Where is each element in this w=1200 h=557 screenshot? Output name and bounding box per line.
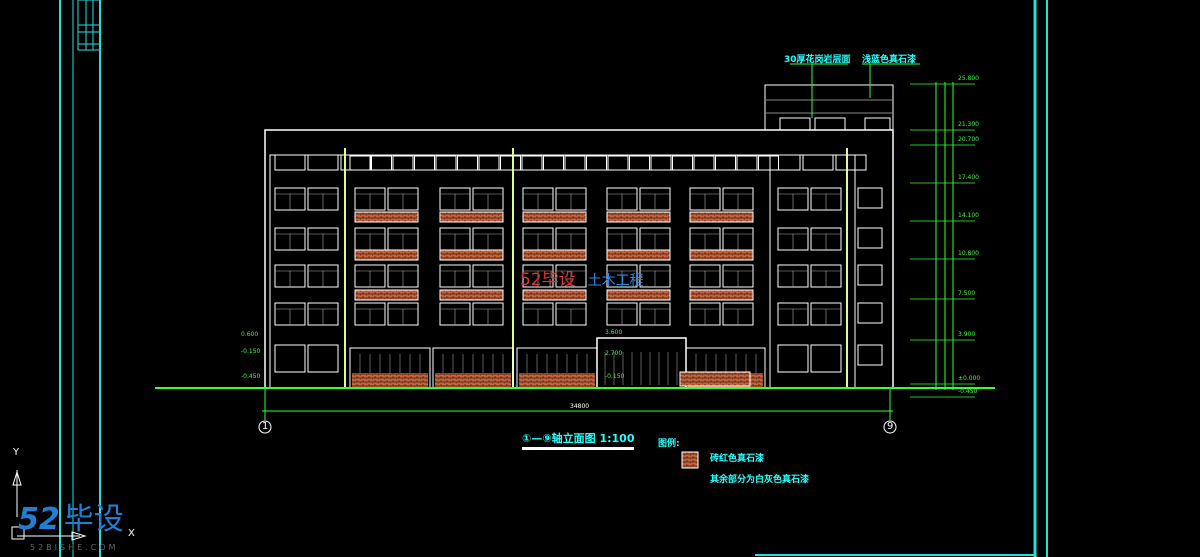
stair-window [857,187,883,209]
attic-window [500,155,521,171]
window [810,344,842,373]
stair-window [857,227,883,249]
brick-band [689,211,754,223]
attic-window [478,155,500,171]
brick-band [606,289,671,301]
attic-window [435,155,457,171]
attic-window [307,154,339,171]
elevation-mark: 20.700 [958,136,979,143]
brick-band [606,211,671,223]
attic-window [672,155,693,171]
tower-window [814,117,846,131]
axis-label-start: 1 [262,421,269,432]
left-elevation: 0.600 [241,331,259,338]
attic-window [802,154,834,171]
brick-band [439,211,504,223]
stair-window [857,344,883,366]
door-elevation: 2.700 [605,350,623,357]
elevation-title: ①—⑨轴立面图 1:100 [522,430,635,450]
attic-window [274,154,306,171]
attic-window [650,155,672,171]
door-elevation: -0.150 [605,373,625,380]
brick-band [522,211,587,223]
elevation-mark: 25.800 [958,75,979,82]
legend-item-rest: 其余部分为白灰色真石漆 [710,475,810,485]
legend-item-brick: 砖红色真石漆 [710,454,765,464]
door-elevation: 3.600 [605,329,623,336]
attic-window [693,155,715,171]
brick-band [354,289,419,301]
brick-band [354,249,419,261]
attic-window [736,155,758,171]
brick-base [435,373,511,388]
brick-band [606,249,671,261]
ucs-x-label: X [128,528,135,539]
brick-band [689,289,754,301]
ucs-arrow [71,531,87,541]
window [274,344,306,373]
tower-window [779,117,811,131]
elevation-mark: 3.900 [958,331,976,338]
brick-band [439,249,504,261]
ucs-y-label: Y [13,447,20,458]
ucs-origin-box [11,526,25,540]
stair-window [857,264,883,286]
window [777,344,809,373]
attic-window [586,155,607,171]
axis-label-end: 9 [887,421,894,432]
brick-base [519,373,595,388]
watermark-url: 52BISHE.COM [30,543,119,552]
entrance-canopy [596,337,687,389]
attic-window [629,155,650,171]
center-watermark: 52毕设土木工程 [520,270,644,290]
attic-window [521,155,543,171]
axis-bubble [258,420,272,434]
brick-band [439,289,504,301]
overall-dimension: 34800 [570,403,590,410]
attic-window [414,155,435,171]
legend-label: 图例: [658,439,680,449]
left-elevation: -0.150 [241,348,261,355]
brick-band [522,249,587,261]
attic-window [457,155,478,171]
elevation-mark: 10.800 [958,250,979,257]
elevation-mark: 17.400 [958,174,979,181]
tower-window [864,117,891,131]
elevation-mark: 7.500 [958,290,976,297]
attic-window [564,155,586,171]
attic-window [392,155,414,171]
elevation-mark: 21.300 [958,121,979,128]
stair-tower [764,84,894,131]
legend-brick-swatch [681,451,699,469]
attic-window [835,154,867,171]
elevation-mark: 14.100 [958,212,979,219]
window [307,344,339,373]
attic-window [715,155,736,171]
attic-window [769,154,801,171]
brick-band [689,249,754,261]
callout-paint: 浅蓝色真石漆 [862,55,917,65]
elevation-mark: ±0.000 [958,375,981,382]
attic-window [758,155,779,171]
entrance-steps [679,371,751,387]
attic-window [607,155,629,171]
stair-window [857,302,883,324]
axis-bubble [883,420,897,434]
attic-window [543,155,564,171]
attic-window [349,155,371,171]
attic-window [371,155,392,171]
brick-base [352,373,428,388]
left-elevation: -0.450 [241,373,261,380]
brick-band [522,289,587,301]
brick-band [354,211,419,223]
callout-roof: 30厚花岗岩层面 [784,55,851,65]
ucs-arrow [12,470,22,486]
elevation-mark: -0.450 [958,388,978,395]
